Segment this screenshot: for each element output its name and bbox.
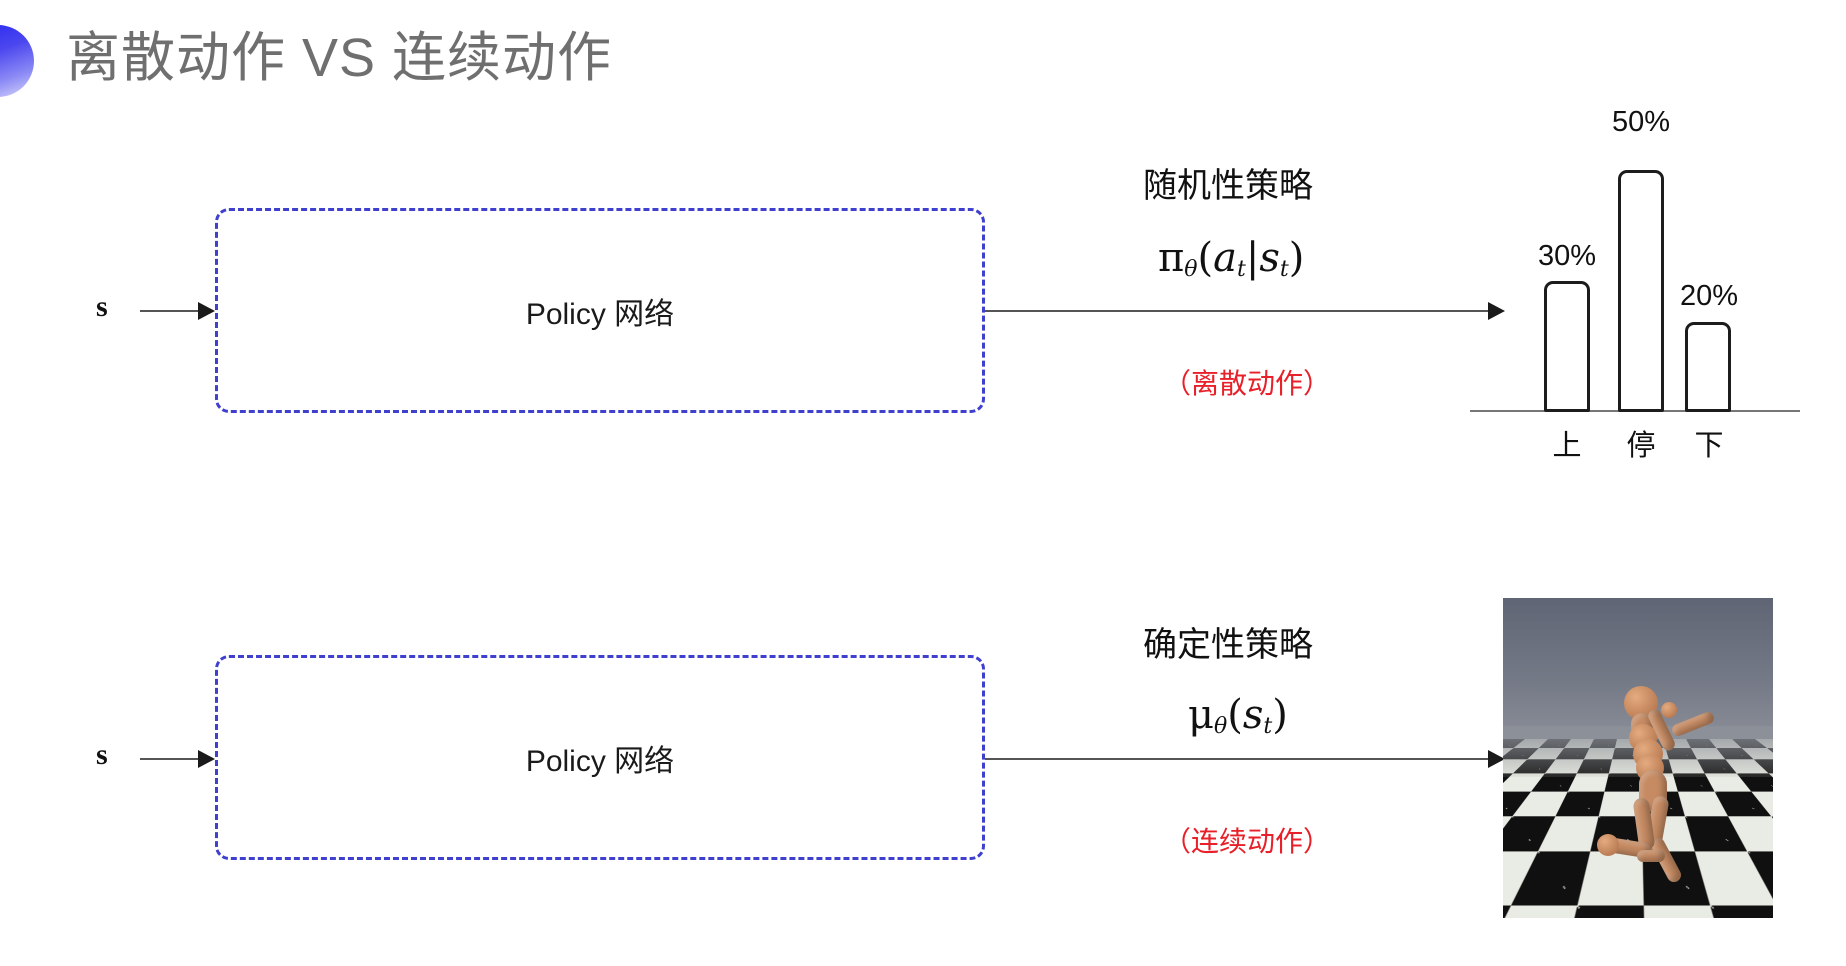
bar-category-stop: 停: [1626, 430, 1656, 462]
humanoid-simulation-image: [1503, 598, 1773, 918]
bar-value-stop: 50%: [1611, 106, 1671, 138]
half-circle-decoration-icon: [0, 25, 34, 97]
humanoid-foot: [1637, 850, 1665, 862]
output-arrow-head-continuous: [1488, 750, 1505, 768]
bar-category-down: 下: [1694, 430, 1724, 462]
input-arrow-line-continuous: [140, 758, 198, 760]
policy-formula-discrete: πθ(at|st): [1158, 235, 1305, 282]
page-title: 离散动作 VS 连续动作: [66, 28, 613, 88]
bar-stop: [1618, 170, 1664, 412]
input-arrow-head-continuous: [198, 750, 215, 768]
action-type-note-continuous: （连续动作）: [1163, 826, 1332, 857]
input-arrow-head-discrete: [198, 302, 215, 320]
policy-network-box-continuous[interactable]: Policy 网络: [215, 655, 985, 860]
policy-type-label-discrete: 随机性策略: [1143, 167, 1313, 205]
input-arrow-line-discrete: [140, 310, 198, 312]
output-arrow-line-continuous: [985, 758, 1490, 760]
bar-value-up: 30%: [1537, 240, 1597, 272]
output-arrow-head-discrete: [1488, 302, 1505, 320]
humanoid-knee: [1597, 834, 1619, 856]
policy-box-label-continuous: Policy 网络: [525, 744, 675, 778]
bar-up: [1544, 281, 1590, 412]
policy-box-label-discrete: Policy 网络: [525, 297, 675, 331]
action-probability-bar-chart: 30% 上 50% 停 20% 下: [1470, 106, 1810, 462]
bar-value-down: 20%: [1679, 280, 1739, 312]
policy-type-label-continuous: 确定性策略: [1143, 626, 1313, 664]
output-arrow-line-discrete: [985, 310, 1490, 312]
bar-down: [1685, 322, 1731, 412]
policy-formula-continuous: μθ(st): [1188, 692, 1288, 739]
bar-category-up: 上: [1552, 430, 1582, 462]
humanoid-hand: [1661, 702, 1677, 718]
policy-network-box-discrete[interactable]: Policy 网络: [215, 208, 985, 413]
action-type-note-discrete: （离散动作）: [1163, 368, 1332, 399]
input-state-label-continuous: s: [96, 738, 108, 771]
input-state-label-discrete: s: [96, 290, 108, 323]
